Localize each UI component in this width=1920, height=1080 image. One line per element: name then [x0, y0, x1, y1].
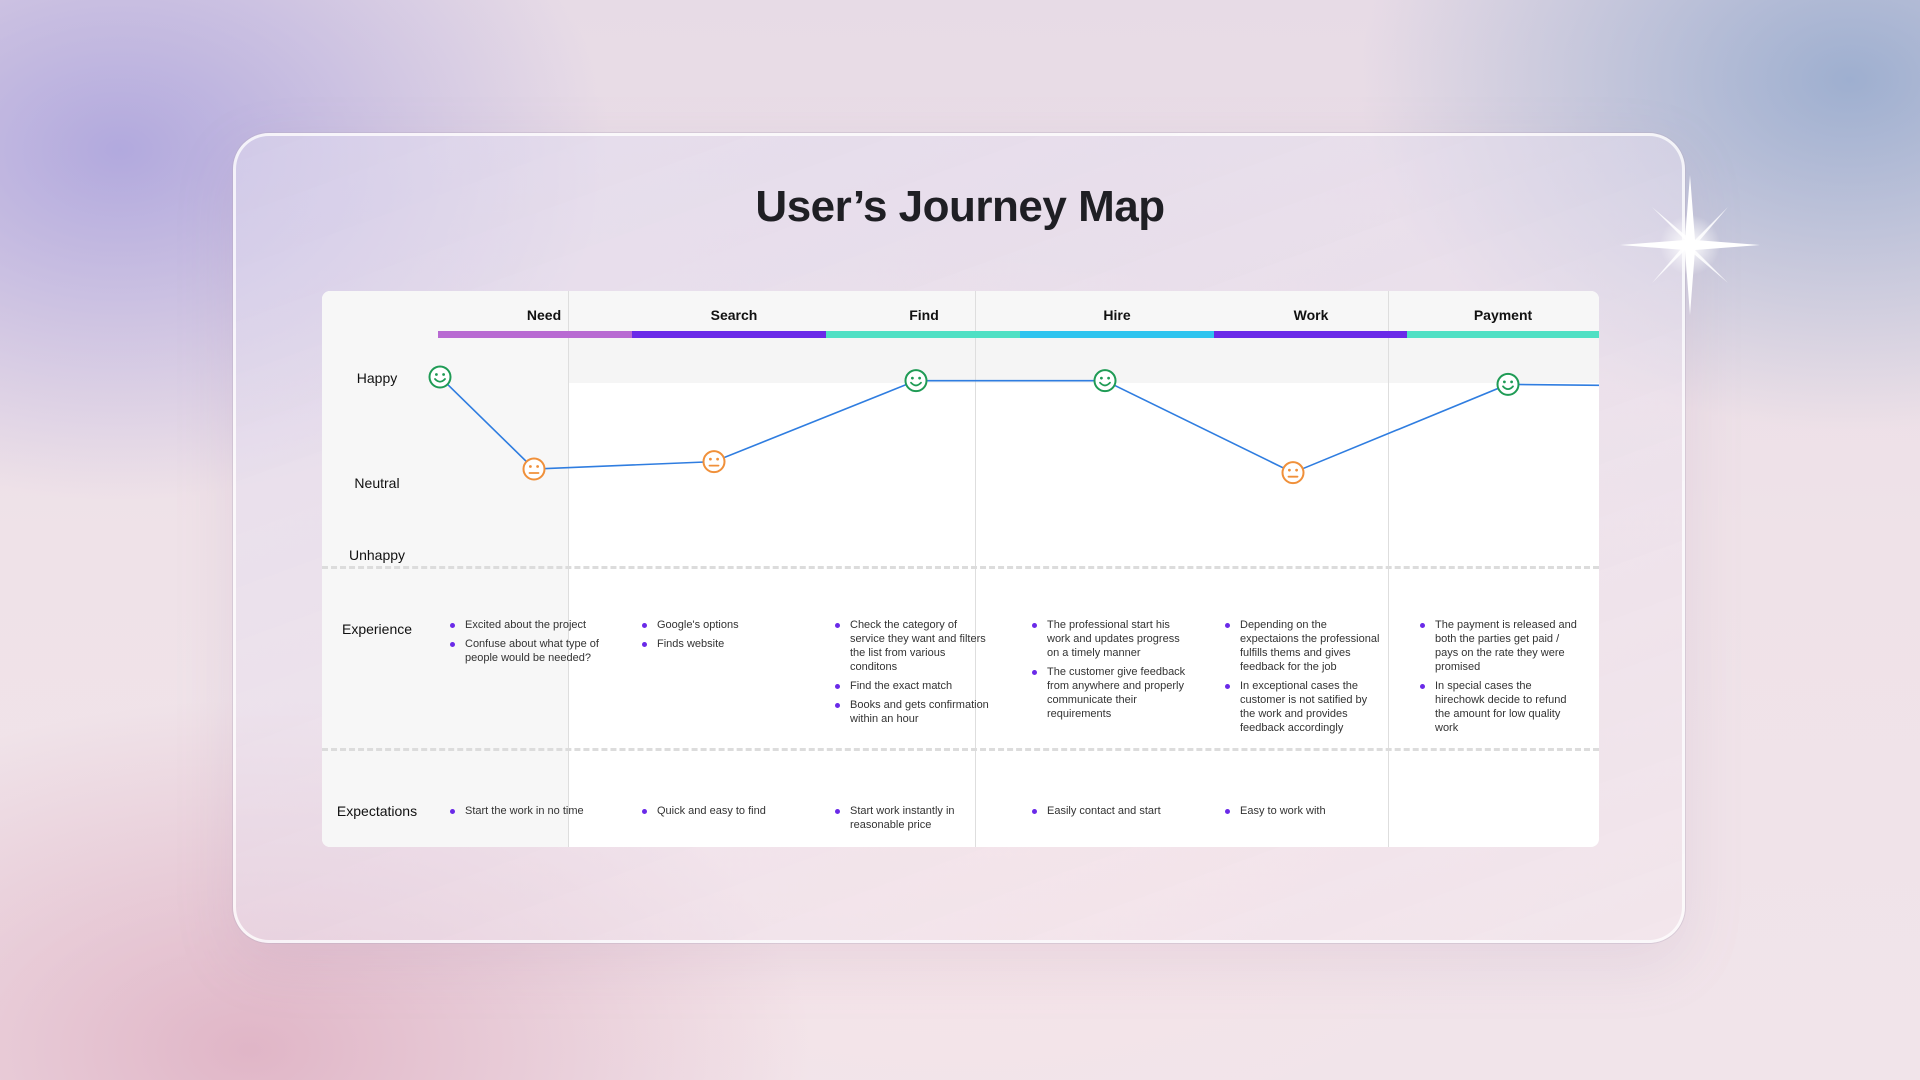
list-item: Quick and easy to find [641, 804, 801, 818]
journey-board: Need Search Find Hire Work Payment Happy… [322, 291, 1599, 847]
stage-bar-find [826, 331, 1020, 338]
stage-label-work: Work [1293, 307, 1329, 323]
list-item: Google's options [641, 618, 801, 632]
experience-list-search: Google's options Finds website [641, 618, 801, 656]
list-item: Finds website [641, 637, 801, 651]
list-item: In special cases the hirechowk decide to… [1419, 679, 1579, 735]
happy-face-icon [1496, 372, 1520, 396]
happy-face-icon [428, 365, 452, 389]
page-title: User’s Journey Map [755, 182, 1165, 231]
happy-face-icon [904, 369, 928, 393]
sparkle-icon [1620, 175, 1760, 315]
list-item: In exceptional cases the customer is not… [1224, 679, 1384, 735]
mood-label-happy: Happy [356, 370, 398, 386]
expectations-list-hire: Easily contact and start [1031, 804, 1191, 823]
list-item: Depending on the expectaions the profess… [1224, 618, 1384, 674]
list-item: Easily contact and start [1031, 804, 1191, 818]
journey-line [439, 376, 1599, 474]
stage-bar-payment [1407, 331, 1599, 338]
experience-list-hire: The professional start his work and upda… [1031, 618, 1191, 726]
stage-bar-work [1214, 331, 1407, 338]
neutral-face-icon [522, 457, 546, 481]
row-label-experience: Experience [341, 621, 413, 637]
happy-face-icon [1093, 369, 1117, 393]
stage-bar-search [632, 331, 826, 338]
list-item: Check the category of service they want … [834, 618, 994, 674]
list-item: The payment is released and both the par… [1419, 618, 1579, 674]
mood-label-unhappy: Unhappy [348, 547, 406, 563]
expectations-list-need: Start the work in no time [449, 804, 609, 823]
column-divider [568, 291, 569, 847]
column-divider [1388, 291, 1389, 847]
neutral-face-icon [1281, 461, 1305, 485]
stage-label-payment: Payment [1473, 307, 1533, 323]
mood-chart [428, 365, 1599, 485]
row-label-expectations: Expectations [336, 803, 418, 819]
list-item: Books and gets confirmation within an ho… [834, 698, 994, 726]
list-item: Start work instantly in reasonable price [834, 804, 994, 832]
stage-label-hire: Hire [1103, 307, 1131, 323]
experience-list-find: Check the category of service they want … [834, 618, 994, 731]
stage-bar-hire [1020, 331, 1214, 338]
expectations-list-search: Quick and easy to find [641, 804, 801, 823]
stage-label-search: Search [710, 307, 758, 323]
mood-label-neutral: Neutral [354, 475, 400, 491]
neutral-face-icon [702, 450, 726, 474]
happy-band [569, 331, 1599, 383]
column-divider [975, 291, 976, 847]
list-item: Easy to work with [1224, 804, 1384, 818]
expectations-list-work: Easy to work with [1224, 804, 1384, 823]
list-item: Find the exact match [834, 679, 994, 693]
list-item: The professional start his work and upda… [1031, 618, 1191, 660]
section-divider [322, 748, 1599, 751]
stage-label-need: Need [526, 307, 562, 323]
experience-list-payment: The payment is released and both the par… [1419, 618, 1579, 740]
list-item: Confuse about what type of people would … [449, 637, 609, 665]
stage-bar-need [438, 331, 632, 338]
experience-list-work: Depending on the expectaions the profess… [1224, 618, 1384, 740]
list-item: Excited about the project [449, 618, 609, 632]
expectations-list-find: Start work instantly in reasonable price [834, 804, 994, 837]
list-item: The customer give feedback from anywhere… [1031, 665, 1191, 721]
stage-label-find: Find [909, 307, 939, 323]
list-item: Start the work in no time [449, 804, 609, 818]
section-divider [322, 566, 1599, 569]
experience-list-need: Excited about the project Confuse about … [449, 618, 609, 670]
